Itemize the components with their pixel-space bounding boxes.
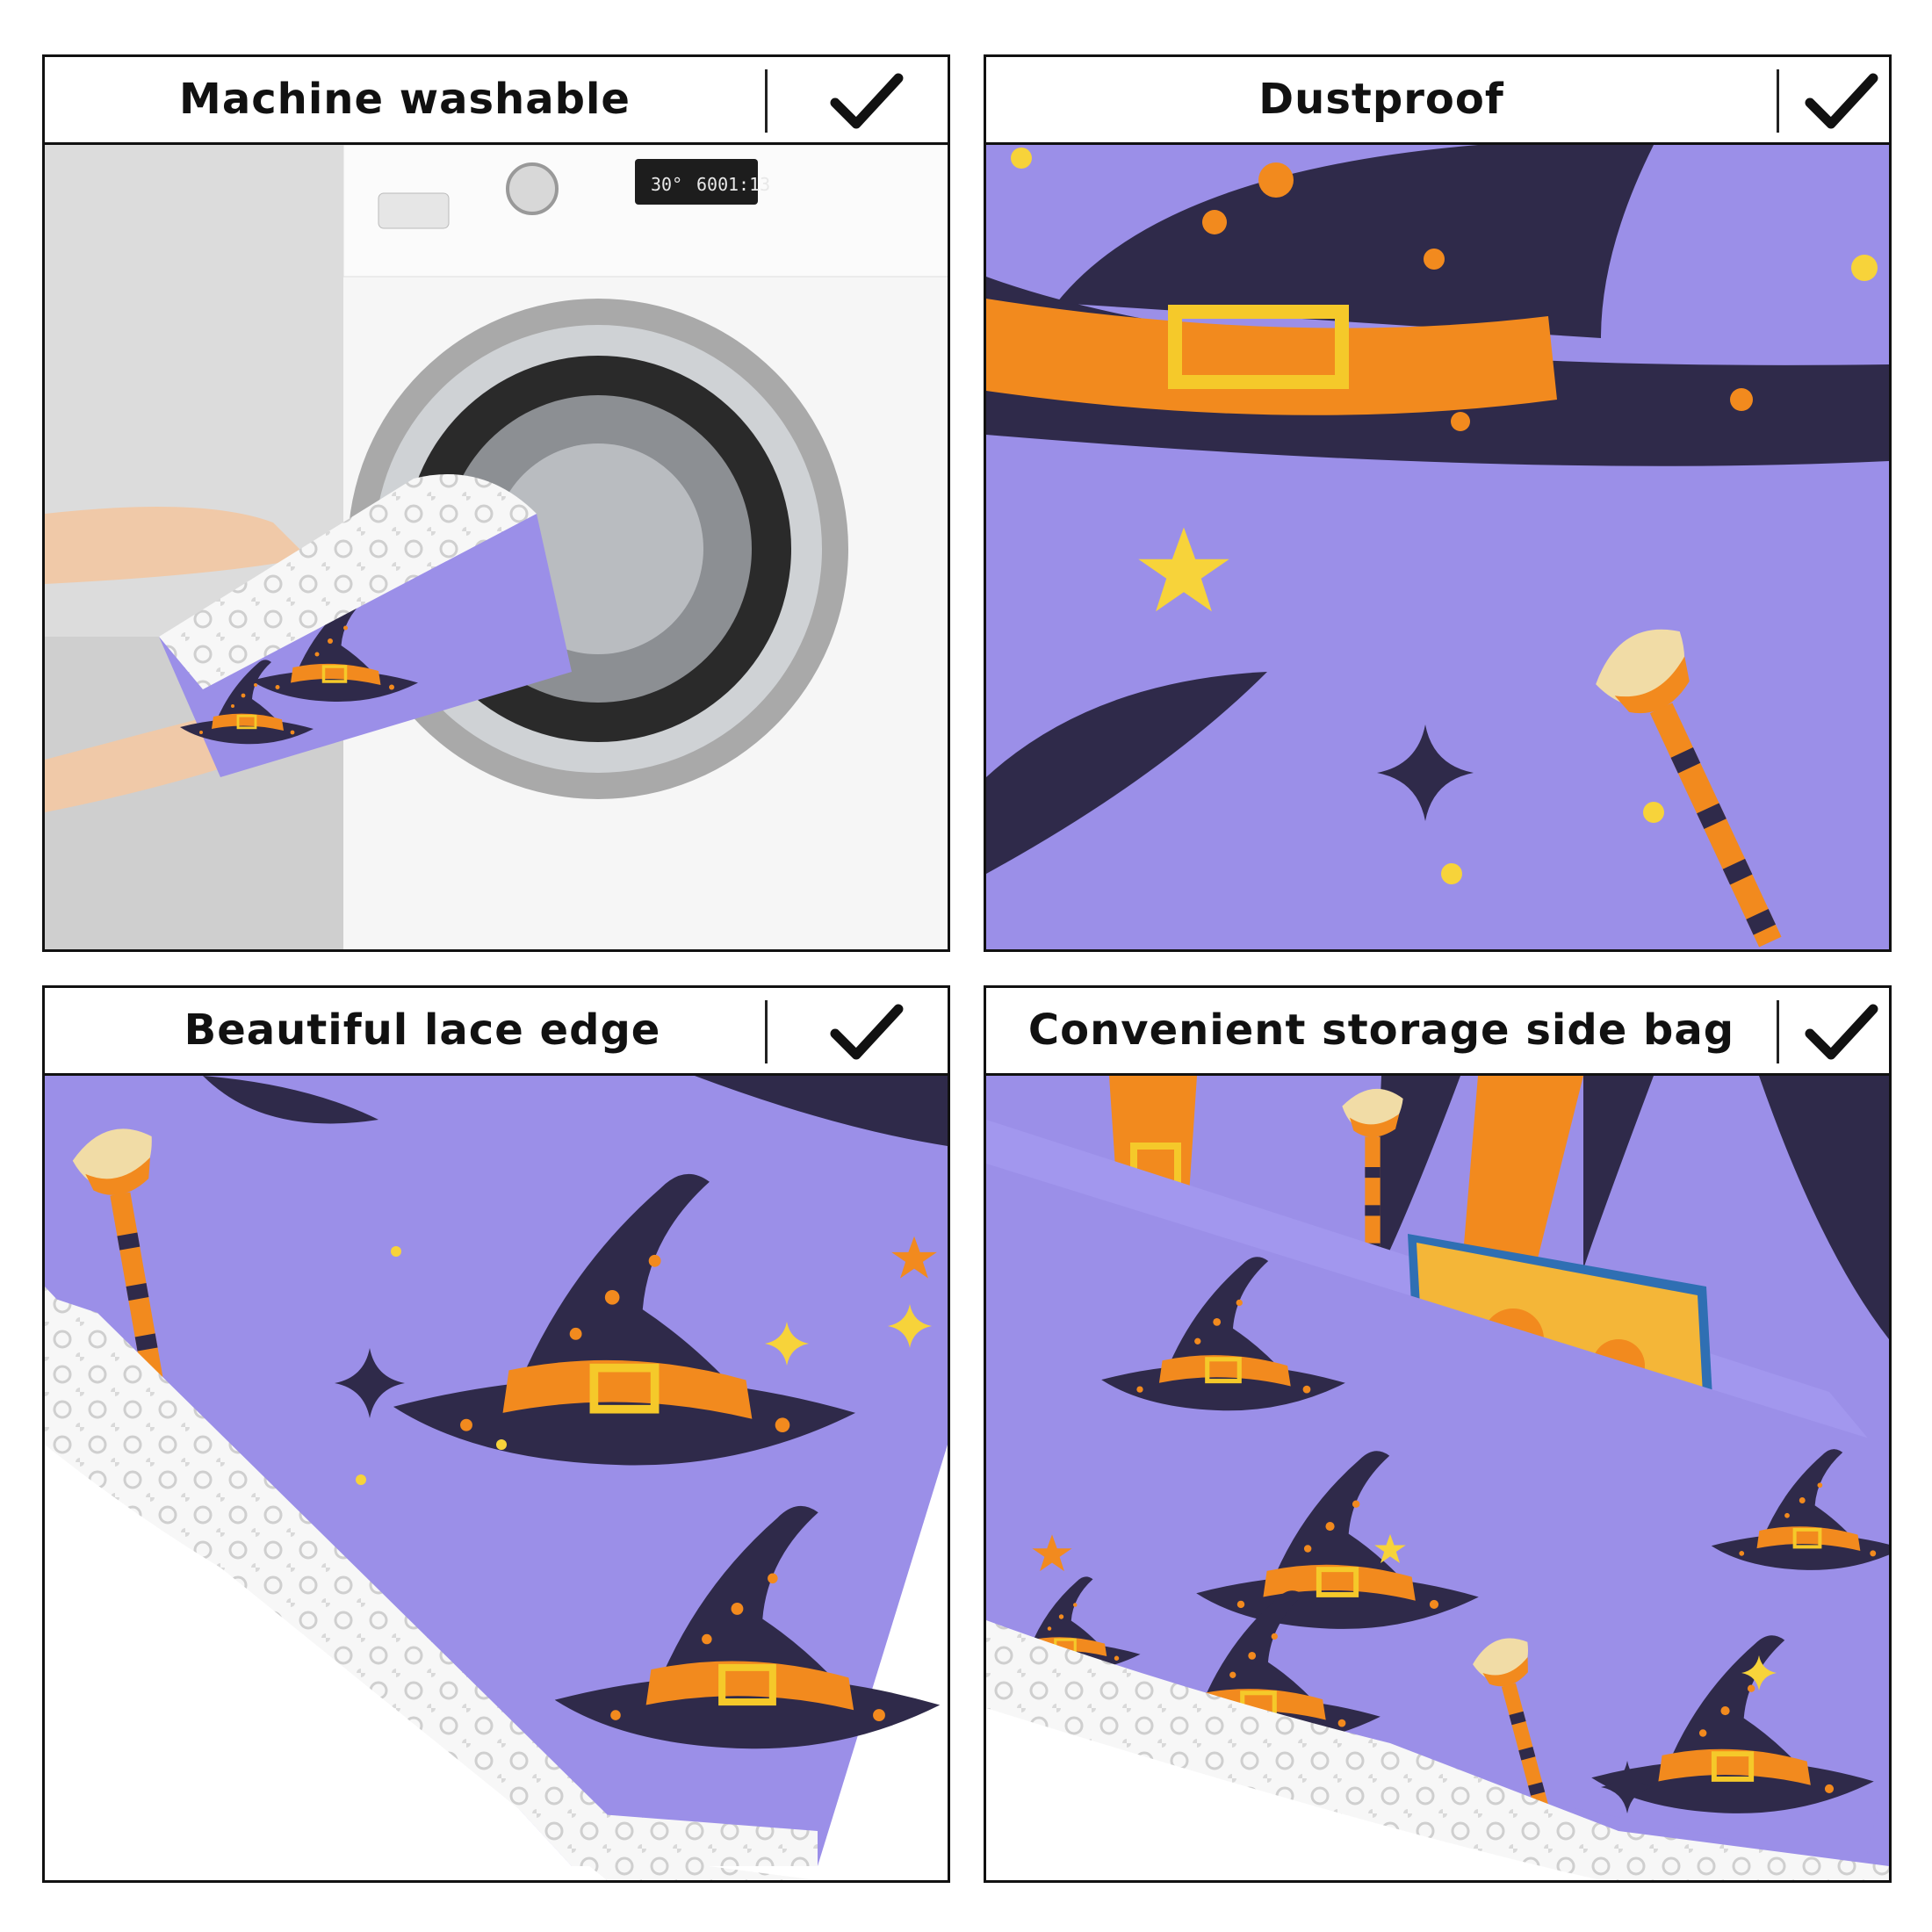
side-bag-photo [986, 1076, 1889, 1880]
checkmark-icon [830, 73, 904, 129]
feature-panel-machine-washable: Machine washable 30° 600 1:13 [42, 54, 950, 952]
feature-panel-lace-edge: Beautiful lace edge [42, 985, 950, 1883]
panel-header: Beautiful lace edge [45, 988, 948, 1076]
panel-header: Machine washable [45, 57, 948, 145]
panel-title: Beautiful lace edge [184, 1006, 661, 1055]
checkmark-icon [1805, 1004, 1878, 1060]
display-time: 1:13 [728, 174, 770, 195]
checkmark-icon [830, 1004, 904, 1060]
panel-header: Dustproof [986, 57, 1889, 145]
display-spin: 600 [696, 174, 728, 195]
header-divider [765, 69, 768, 133]
panel-title: Dustproof [1258, 75, 1504, 124]
fabric-closeup-photo [986, 145, 1889, 949]
checkmark-icon [1805, 73, 1878, 129]
panel-title: Convenient storage side bag [1027, 1006, 1735, 1055]
panel-header: Convenient storage side bag [986, 988, 1889, 1076]
header-divider [1777, 1000, 1779, 1063]
header-divider [1777, 69, 1779, 133]
display-temp: 30° [651, 174, 682, 195]
washing-machine-photo: 30° 600 1:13 [45, 145, 948, 949]
feature-panel-storage-side-bag: Convenient storage side bag [984, 985, 1892, 1883]
header-divider [765, 1000, 768, 1063]
lace-edge-photo [45, 1076, 948, 1880]
feature-panel-dustproof: Dustproof [984, 54, 1892, 952]
panel-title: Machine washable [179, 75, 631, 124]
